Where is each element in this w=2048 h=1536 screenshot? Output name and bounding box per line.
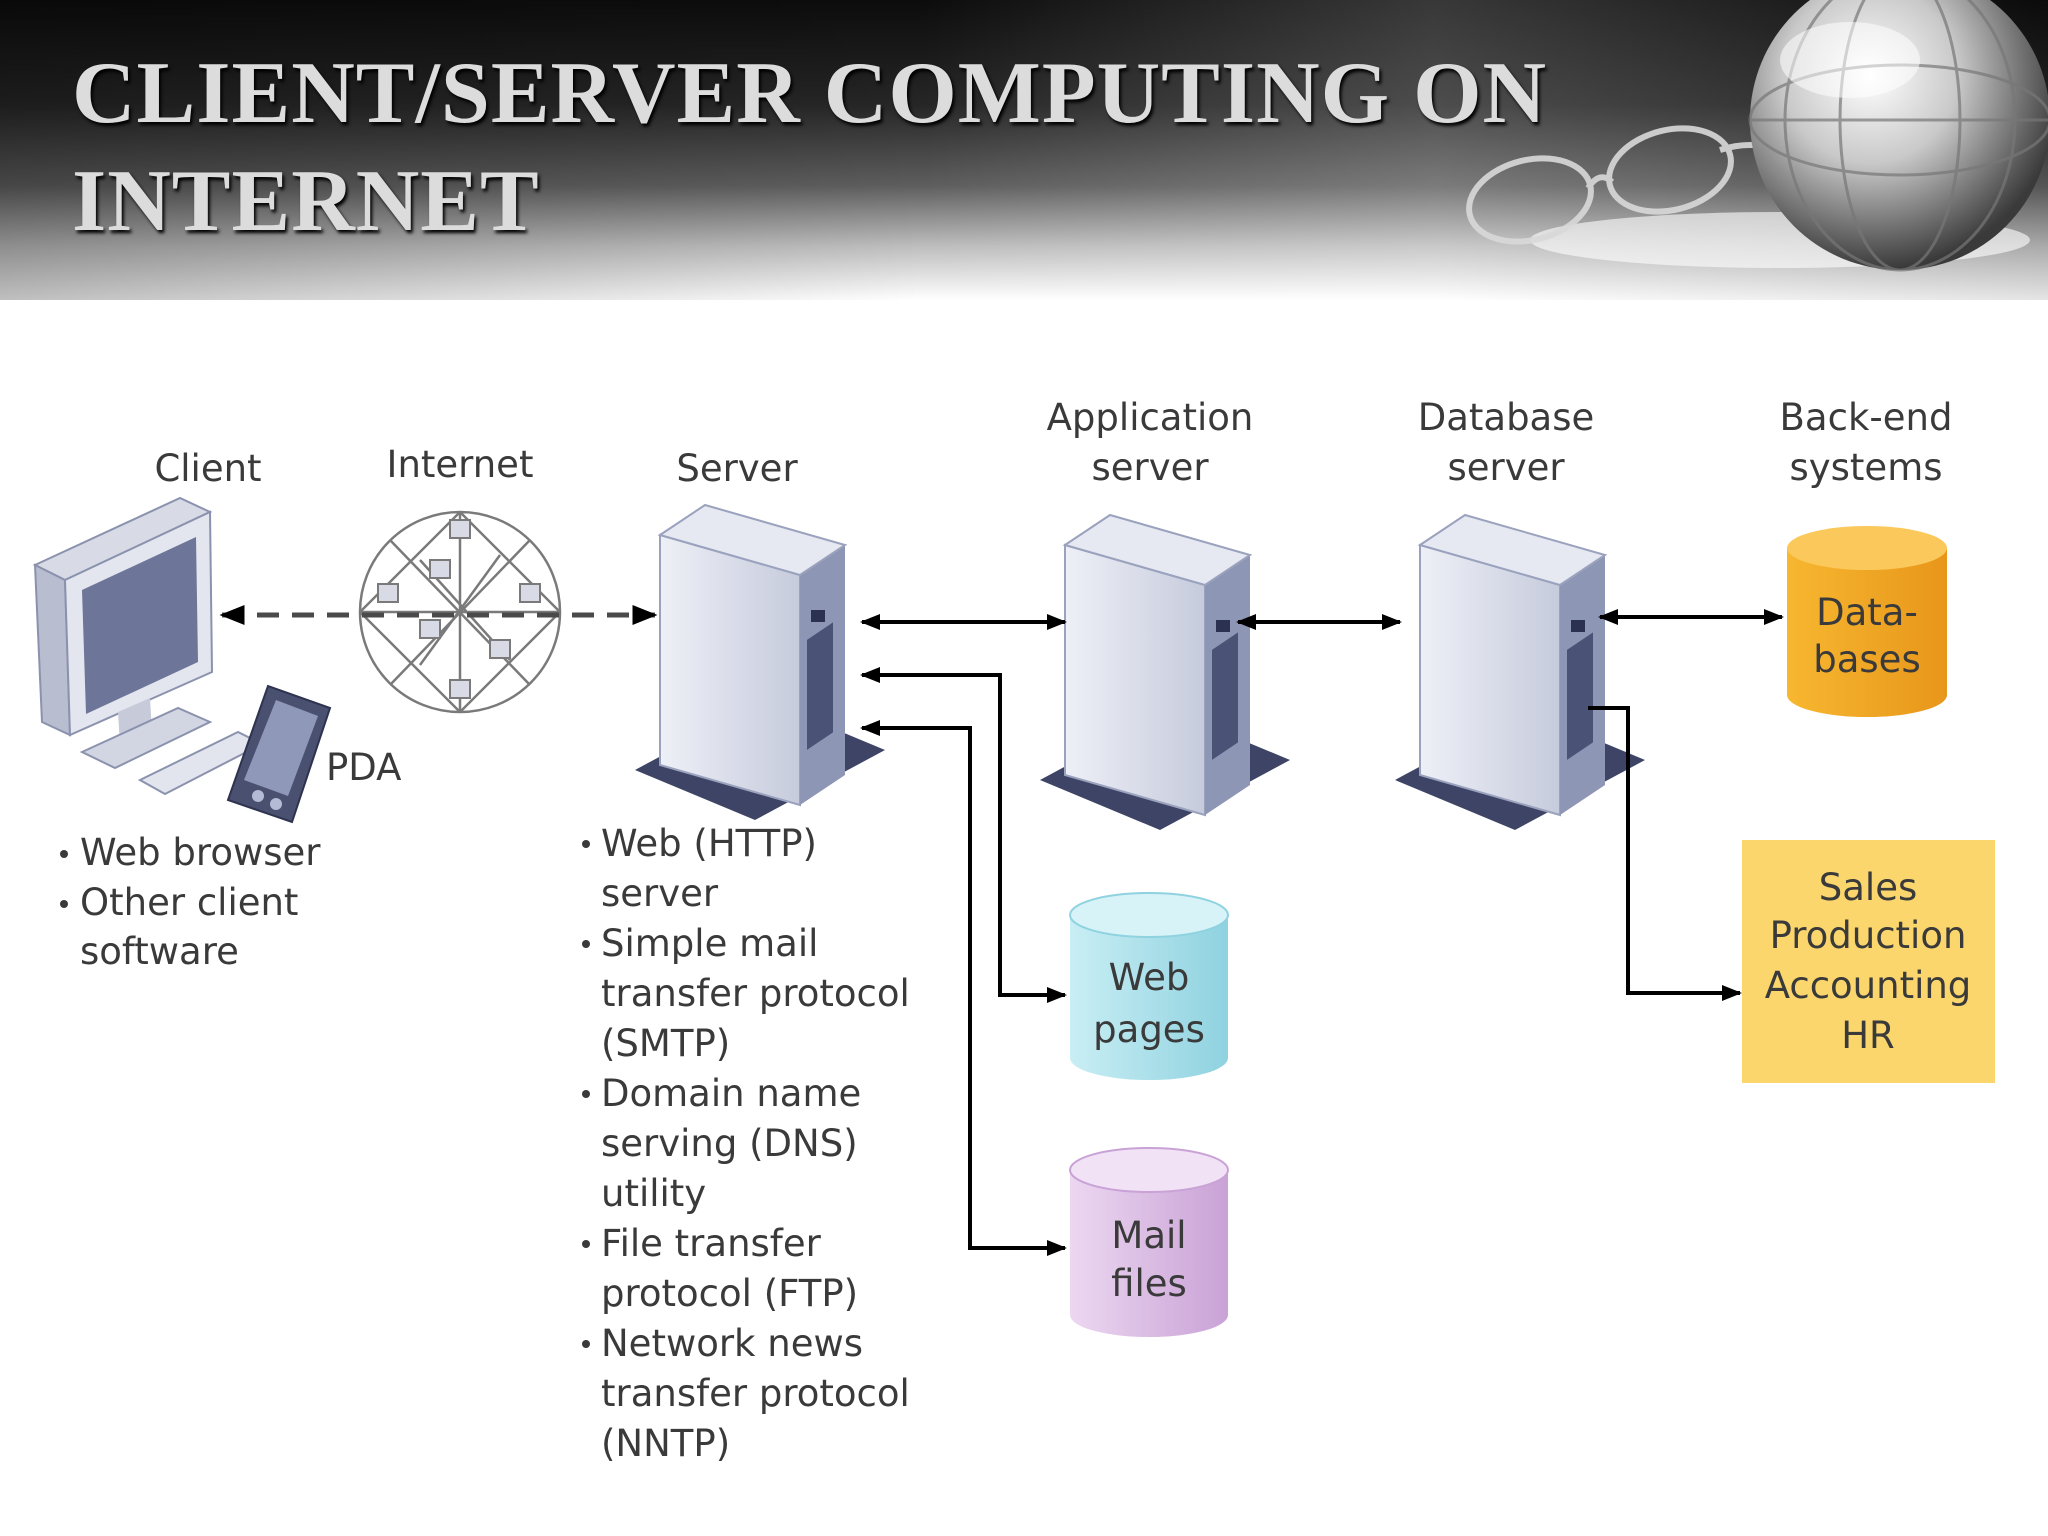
server-bullet-5-line-2: transfer protocol	[601, 1372, 910, 1415]
server-bullet-4-line-1: File transfer	[601, 1222, 822, 1265]
client-bullet-list: Web browser Other client software	[60, 831, 321, 973]
backend-systems-box	[1742, 840, 1995, 1083]
databases-label-1: Data-	[1816, 591, 1918, 634]
database-server-label-1: Database	[1418, 396, 1595, 439]
server-bullet-5-line-1: Network news	[601, 1322, 863, 1365]
server-bullet-2-line-1: Simple mail	[601, 922, 818, 965]
application-server-label-2: server	[1091, 446, 1209, 489]
db-backend-connector	[1588, 706, 1742, 1001]
mail-files-label-1: Mail	[1111, 1214, 1186, 1257]
server-bullet-5-line-3: (NNTP)	[601, 1422, 730, 1465]
web-pages-label-2: pages	[1093, 1008, 1205, 1051]
server-label: Server	[676, 447, 798, 490]
internet-label: Internet	[387, 443, 534, 486]
client-label: Client	[154, 447, 261, 490]
page-title: CLIENT/SERVER COMPUTING ON INTERNET	[72, 45, 1548, 250]
server-bullet-list: Web (HTTP) server Simple mail transfer p…	[582, 822, 910, 1465]
backend-box-line-1: Sales	[1819, 866, 1917, 909]
databases-label-2: bases	[1813, 638, 1920, 681]
client-bullet-2-line-2: software	[80, 930, 239, 973]
backend-box-line-2: Production	[1770, 914, 1967, 957]
client-bullet-2-line-1: Other client	[80, 881, 298, 924]
server-bullet-2-line-3: (SMTP)	[601, 1022, 730, 1065]
pda-label: PDA	[326, 746, 401, 789]
server-bullet-3-line-3: utility	[601, 1172, 706, 1215]
mail-files-cylinder-icon	[1069, 1147, 1229, 1337]
backend-systems-label-1: Back-end	[1780, 396, 1953, 439]
web-pages-cylinder-icon	[1069, 892, 1229, 1080]
database-server-icon	[1394, 514, 1646, 831]
server-bullet-2-line-2: transfer protocol	[601, 972, 910, 1015]
web-pages-label-1: Web	[1109, 956, 1190, 999]
pda-icon	[226, 684, 332, 824]
application-server-label-1: Application	[1047, 396, 1254, 439]
backend-box-line-3: Accounting	[1765, 964, 1972, 1007]
internet-globe-icon	[358, 510, 562, 714]
server-bullet-3-line-1: Domain name	[601, 1072, 861, 1115]
server-webpages-connector	[860, 667, 1067, 1003]
client-bullet-1-line-1: Web browser	[80, 831, 321, 874]
server-bullet-4-line-2: protocol (FTP)	[601, 1272, 858, 1315]
databases-cylinder-icon	[1787, 526, 1947, 717]
server-bullet-1-line-2: server	[601, 872, 719, 915]
mail-files-label-2: files	[1111, 1262, 1187, 1305]
server-bullet-3-line-2: serving (DNS)	[601, 1122, 858, 1165]
database-server-label-2: server	[1447, 446, 1565, 489]
application-server-icon	[1039, 514, 1291, 831]
server-bullet-1-line-1: Web (HTTP)	[601, 822, 817, 865]
globe-glasses-decoration	[1466, 0, 2048, 272]
backend-systems-label-2: systems	[1789, 446, 1942, 489]
backend-box-line-4: HR	[1841, 1014, 1895, 1057]
web-server-icon	[634, 504, 886, 821]
server-mailfiles-connector	[860, 720, 1067, 1256]
client-computer-icon	[32, 496, 265, 796]
